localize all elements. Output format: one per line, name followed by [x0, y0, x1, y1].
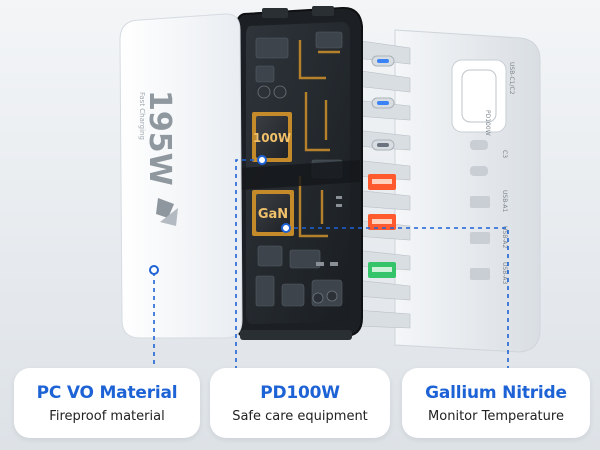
pointer-dots: [149, 155, 291, 275]
pointer-lines: [153, 159, 509, 370]
callout-subtitle: Monitor Temperature: [428, 408, 564, 424]
chip-gan-label: GaN: [258, 207, 288, 222]
callout-pd100w: PD100W Safe care equipment: [210, 368, 390, 438]
back-shell: [394, 29, 541, 353]
chip-100w: 100W: [252, 112, 292, 162]
circuit-board-assembly: 100W GaN: [235, 6, 363, 340]
port-label-usb-a1: USB-A1: [501, 190, 508, 212]
port-label-usb-c1c2: USB-C1/C2: [508, 62, 515, 95]
chip-100w-label: 100W: [253, 131, 291, 145]
charging-ports: [368, 55, 396, 278]
shell-tagline: Fast Charging: [138, 92, 146, 140]
callout-title: PD100W: [260, 382, 340, 403]
back-port-openings: [470, 140, 490, 280]
port-labels: PD100W USB-C1/C2 C3 USB-A1 USB-A2 USB-A3: [484, 62, 515, 284]
port-label-pd100w: PD100W: [484, 110, 491, 136]
port-label-c3: C3: [501, 150, 508, 158]
callout-title: Gallium Nitride: [425, 382, 567, 403]
port-label-usb-a3: USB-A3: [501, 262, 508, 284]
port-label-usb-a2: USB-A2: [501, 226, 508, 248]
callout-pc-material: PC VO Material Fireproof material: [14, 368, 200, 438]
brand-logo-icon: [156, 198, 178, 226]
front-shell: 195W Fast Charging: [119, 13, 243, 339]
shell-wattage: 195W: [142, 90, 177, 186]
callout-subtitle: Fireproof material: [49, 408, 165, 424]
callout-subtitle: Safe care equipment: [232, 408, 368, 424]
callout-title: PC VO Material: [36, 382, 178, 403]
callout-gallium-nitride: Gallium Nitride Monitor Temperature: [402, 368, 590, 438]
